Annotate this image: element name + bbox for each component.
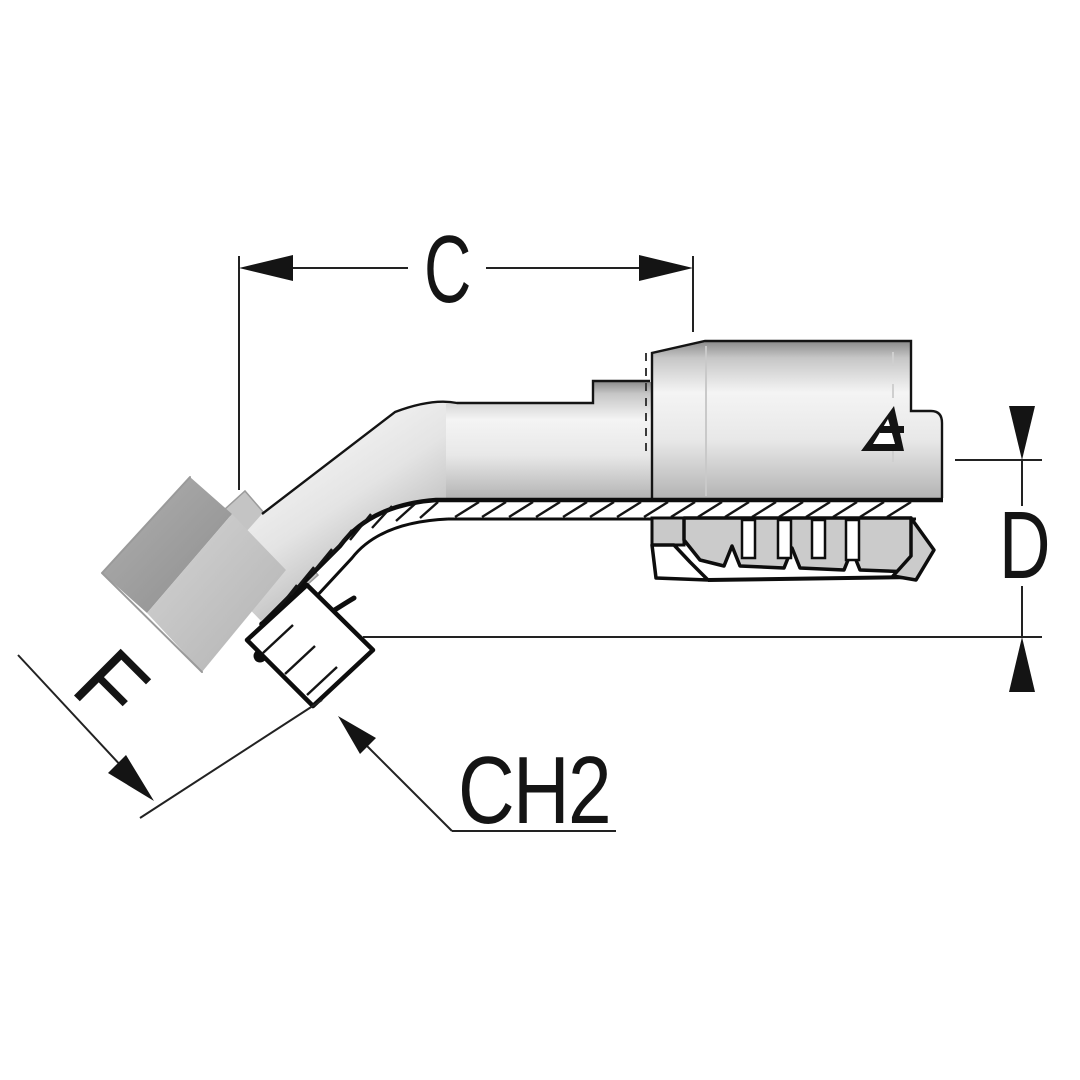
ch2-label: CH2 (458, 737, 610, 844)
f-arrowhead (108, 755, 154, 801)
ferrule-serrations (650, 516, 936, 582)
d-arrowhead-bottom (1009, 637, 1035, 692)
ferrule-skirt-left (650, 543, 710, 582)
f-label: F (54, 630, 166, 742)
ferrule-shell (652, 342, 942, 500)
section-detail (244, 497, 943, 709)
nut-section-hatching (262, 624, 338, 696)
c-arrowhead-left (239, 255, 293, 281)
tube-outline (261, 379, 650, 515)
dimension-c: C (238, 216, 694, 490)
ch2-leader-line (363, 742, 453, 832)
elbow-tube-horizontal (446, 382, 652, 500)
nut-top-flat (102, 477, 232, 613)
nut-front-flat (147, 514, 286, 672)
ferrule-skirt-right (891, 516, 936, 582)
fitting-body (101, 339, 944, 673)
serration-slots (740, 518, 861, 562)
dimension-d: D (363, 406, 1051, 692)
wall-hatching (454, 500, 912, 519)
d-label: D (999, 492, 1049, 599)
c-arrowhead-right (639, 255, 693, 281)
ch2-arrowhead (338, 716, 376, 754)
d-arrowhead-top (1009, 406, 1035, 460)
brand-logo-icon (861, 406, 904, 451)
bend-hatching (274, 501, 439, 614)
serration-body (682, 516, 918, 574)
serration-knob (650, 516, 686, 547)
c-label: C (424, 216, 470, 323)
f-extension-line (139, 699, 323, 819)
bend-band-bottom (275, 517, 449, 641)
nut-section-wall (244, 582, 376, 709)
leader-ch2: CH2 (338, 716, 616, 844)
ferrule-outline (650, 339, 944, 498)
nut-silhouette (101, 476, 203, 673)
ferrule-bottom-rim (707, 575, 919, 582)
